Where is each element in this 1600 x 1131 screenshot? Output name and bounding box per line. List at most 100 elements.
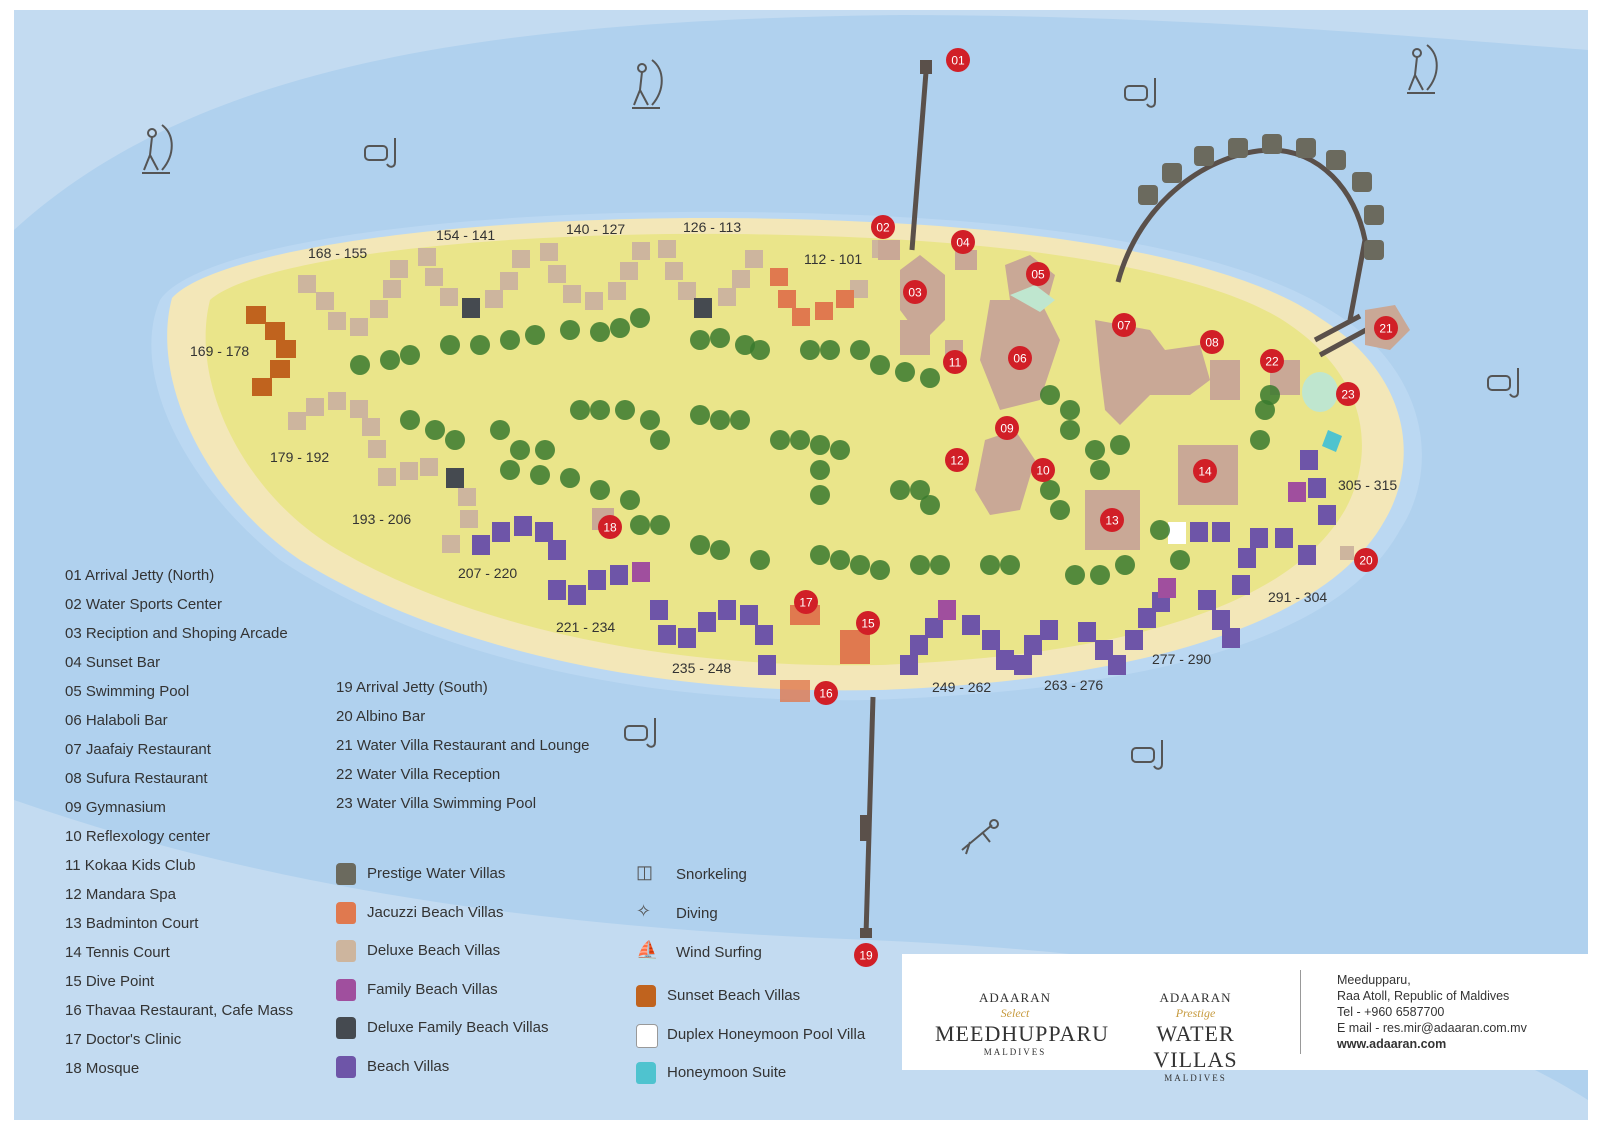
marker-06[interactable]: 06	[1008, 346, 1032, 370]
family-villas	[632, 482, 1306, 620]
marker-20[interactable]: 20	[1354, 548, 1378, 572]
villa-range-label: 112 - 101	[804, 251, 862, 267]
sunset-villas	[246, 306, 296, 396]
svg-text:10: 10	[1036, 464, 1050, 478]
villa-range-label: 221 - 234	[556, 619, 615, 635]
villa-type-extra-label: Duplex Honeymoon Pool Villa	[667, 1025, 866, 1043]
snorkel-icon	[1487, 368, 1519, 398]
marker-14[interactable]: 14	[1193, 459, 1217, 483]
marker-22[interactable]: 22	[1260, 349, 1284, 373]
facility-item: 18 Mosque	[65, 1060, 140, 1077]
marker-16[interactable]: 16	[814, 681, 838, 705]
facility-item: 10 Reflexology center	[65, 828, 211, 845]
windsurf-icon	[142, 124, 173, 174]
svg-text:09: 09	[1000, 422, 1014, 436]
facility-item: 14 Tennis Court	[65, 944, 170, 961]
facility-item: 02 Water Sports Center	[65, 596, 223, 613]
island	[205, 233, 1362, 666]
villa-range-label: 305 - 315	[1338, 477, 1397, 493]
brand-right-name: WATER VILLAS	[1153, 1021, 1238, 1072]
location-markers: 01 02 03 04 05 06 07 08 09 10 11 12 13 14 15 16 17 18 19 20…	[598, 48, 1398, 967]
jacuzzi-villas	[770, 268, 870, 664]
palm-trees	[350, 308, 1280, 585]
marker-17[interactable]: 17	[794, 590, 818, 614]
diver-icon	[961, 819, 999, 855]
facility-item: 15 Dive Point	[65, 973, 155, 990]
prestige-water-villas	[1138, 134, 1384, 260]
svg-text:21: 21	[1379, 322, 1393, 336]
svg-text:03: 03	[908, 286, 922, 300]
marker-10[interactable]: 10	[1031, 458, 1055, 482]
activity-icons	[142, 44, 1519, 855]
marker-03[interactable]: 03	[903, 280, 927, 304]
svg-text:02: 02	[876, 221, 890, 235]
marker-15[interactable]: 15	[856, 611, 880, 635]
brand-left-sub: MALDIVES	[983, 1047, 1047, 1057]
facility-item: 09 Gymnasium	[65, 799, 166, 816]
marker-05[interactable]: 05	[1026, 262, 1050, 286]
svg-text:13: 13	[1105, 514, 1119, 528]
brand-left-top: ADAARAN	[979, 990, 1051, 1005]
facility-item: 04 Sunset Bar	[65, 654, 161, 671]
deluxe-family-villas	[446, 298, 712, 488]
villa-range-label: 291 - 304	[1268, 589, 1327, 605]
marker-21[interactable]: 21	[1374, 316, 1398, 340]
marker-02[interactable]: 02	[871, 215, 895, 239]
villa-range-label: 263 - 276	[1044, 677, 1103, 693]
villa-range-label: 154 - 141	[436, 227, 495, 243]
svg-text:01: 01	[951, 54, 965, 68]
marker-11[interactable]: 11	[943, 350, 967, 374]
facility-item: 08 Sufura Restaurant	[65, 770, 208, 787]
brand-water-villas: ADAARAN Prestige WATER VILLAS MALDIVES	[1118, 990, 1273, 1083]
facility-item: 07 Jaafaiy Restaurant	[65, 741, 211, 758]
facility-item: 11 Kokaa Kids Club	[65, 857, 196, 874]
contact-web[interactable]: www.adaaran.com	[1337, 1037, 1447, 1051]
villa-type-swatch	[336, 978, 356, 1001]
facility-item: 17 Doctor's Clinic	[65, 1031, 182, 1048]
windsurf-icon: ⛵	[636, 940, 659, 960]
snorkel-icon	[624, 718, 656, 748]
contact-line2: Raa Atoll, Republic of Maldives	[1337, 989, 1510, 1003]
marker-08[interactable]: 08	[1200, 330, 1224, 354]
facility-item: 21 Water Villa Restaurant and Lounge	[336, 737, 590, 754]
villa-range-label: 169 - 178	[190, 343, 249, 359]
svg-text:19: 19	[859, 949, 873, 963]
marker-12[interactable]: 12	[945, 448, 969, 472]
brand-right-sub: MALDIVES	[1164, 1073, 1227, 1083]
activity-label: Diving	[676, 905, 718, 922]
svg-text:20: 20	[1359, 554, 1373, 568]
windsurf-icon	[1407, 44, 1438, 94]
brand-divider	[1300, 970, 1301, 1054]
marker-04[interactable]: 04	[951, 230, 975, 254]
snorkel-icon: ◫	[636, 862, 654, 882]
svg-text:11: 11	[949, 356, 962, 370]
marker-09[interactable]: 09	[995, 416, 1019, 440]
activity-label: Wind Surfing	[676, 944, 762, 961]
villa-range-label: 168 - 155	[308, 245, 367, 261]
villa-range-label: 179 - 192	[270, 449, 329, 465]
svg-text:23: 23	[1341, 388, 1355, 402]
marker-07[interactable]: 07	[1112, 313, 1136, 337]
snorkel-icon	[364, 138, 396, 168]
facility-item: 13 Badminton Court	[65, 915, 199, 932]
facility-item: 22 Water Villa Reception	[336, 766, 501, 783]
svg-text:18: 18	[603, 521, 617, 535]
marker-13[interactable]: 13	[1100, 508, 1124, 532]
marker-01[interactable]: 01	[946, 48, 970, 72]
marker-19[interactable]: 19	[854, 943, 878, 967]
svg-text:04: 04	[956, 236, 970, 250]
snorkel-icon	[1124, 78, 1156, 108]
duplex-villa	[1168, 522, 1186, 544]
marker-23[interactable]: 23	[1336, 382, 1360, 406]
facility-item: 23 Water Villa Swimming Pool	[336, 795, 537, 812]
contact-line1: Meedupparu,	[1337, 973, 1411, 987]
svg-text:16: 16	[819, 687, 833, 701]
villa-type-extra-swatch	[636, 985, 656, 1007]
contact-email: E mail - res.mir@adaaran.com.mv	[1337, 1021, 1527, 1035]
svg-text:06: 06	[1013, 352, 1027, 366]
brand-left-script: Select	[1000, 1006, 1030, 1020]
marker-18[interactable]: 18	[598, 515, 622, 539]
svg-text:14: 14	[1198, 465, 1212, 479]
facility-item: 06 Halaboli Bar	[65, 712, 168, 729]
